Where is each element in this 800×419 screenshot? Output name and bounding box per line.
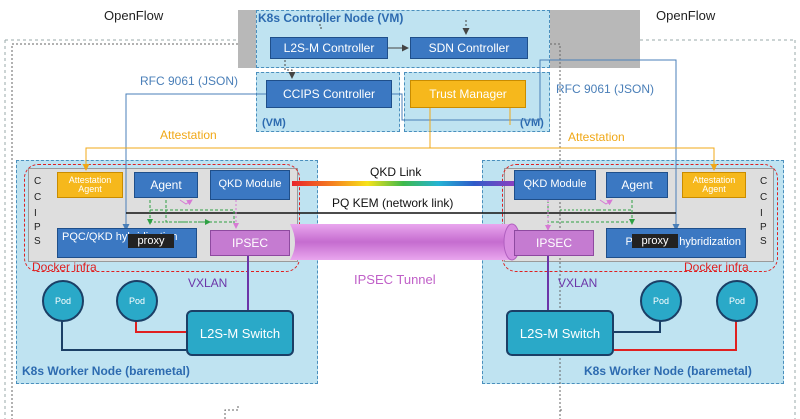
right-ccips-letter-1: C xyxy=(760,176,768,187)
left-ccips-letter-5: S xyxy=(34,236,41,247)
right-proxy-box[interactable]: proxy xyxy=(632,234,678,248)
right-docker-infra-label: Docker infra xyxy=(684,260,749,274)
controller-node-title: K8s Controller Node (VM) xyxy=(258,11,404,25)
left-ccips-letter-1: C xyxy=(34,176,42,187)
right-ccips-letter-3: I xyxy=(760,208,763,219)
right-ccips-letter-5: S xyxy=(760,236,767,247)
pq-kem-label: PQ KEM (network link) xyxy=(332,196,454,210)
left-docker-zone xyxy=(24,164,300,272)
ccips-controller-box[interactable]: CCIPS Controller xyxy=(266,80,392,108)
left-agent-box[interactable]: Agent xyxy=(134,172,198,198)
left-vxlan-label: VXLAN xyxy=(188,276,228,290)
right-ccips-letter-4: P xyxy=(760,222,767,233)
left-ccips-letter-3: I xyxy=(34,208,37,219)
right-worker-title: K8s Worker Node (baremetal) xyxy=(584,364,752,378)
right-docker-zone xyxy=(502,164,778,272)
trust-manager-box[interactable]: Trust Manager xyxy=(410,80,526,108)
right-ipsec-box[interactable]: IPSEC xyxy=(514,230,594,256)
ipsec-tunnel-label: IPSEC Tunnel xyxy=(354,272,436,287)
left-ipsec-box[interactable]: IPSEC xyxy=(210,230,290,256)
sdn-controller-box[interactable]: SDN Controller xyxy=(410,37,528,59)
rfc-label-left: RFC 9061 (JSON) xyxy=(140,74,239,88)
right-agent-box[interactable]: Agent xyxy=(606,172,668,198)
left-docker-infra-label: Docker infra xyxy=(32,260,97,274)
left-proxy-box[interactable]: proxy xyxy=(128,234,174,248)
left-l2s-switch[interactable]: L2S-M Switch xyxy=(186,310,294,356)
vm-label-left: (VM) xyxy=(262,117,286,129)
left-ccips-letter-2: C xyxy=(34,192,42,203)
qkd-link-label: QKD Link xyxy=(370,165,422,179)
left-qkd-module-box[interactable]: QKD Module xyxy=(210,170,290,200)
rfc-label-right: RFC 9061 (JSON) xyxy=(556,82,655,96)
openflow-label-left: OpenFlow xyxy=(104,8,164,23)
left-attestation-agent-box[interactable]: Attestation Agent xyxy=(57,172,123,198)
l2s-controller-box[interactable]: L2S-M Controller xyxy=(270,37,388,59)
attestation-label-left: Attestation xyxy=(160,128,217,142)
left-pqc-qkd-box[interactable]: PQC/QKD hybridization xyxy=(57,228,197,258)
right-ccips-letter-2: C xyxy=(760,192,768,203)
left-pod-2[interactable]: Pod xyxy=(116,280,158,322)
attestation-label-right: Attestation xyxy=(568,130,625,144)
right-pod-2[interactable]: Pod xyxy=(716,280,758,322)
left-ccips-letter-4: P xyxy=(34,222,41,233)
left-pod-1[interactable]: Pod xyxy=(42,280,84,322)
right-attestation-agent-box[interactable]: Attestation Agent xyxy=(682,172,746,198)
left-worker-title: K8s Worker Node (baremetal) xyxy=(22,364,190,378)
right-vxlan-label: VXLAN xyxy=(558,276,598,290)
openflow-label-right: OpenFlow xyxy=(656,8,716,23)
right-l2s-switch[interactable]: L2S-M Switch xyxy=(506,310,614,356)
right-qkd-module-box[interactable]: QKD Module xyxy=(514,170,596,200)
right-pod-1[interactable]: Pod xyxy=(640,280,682,322)
